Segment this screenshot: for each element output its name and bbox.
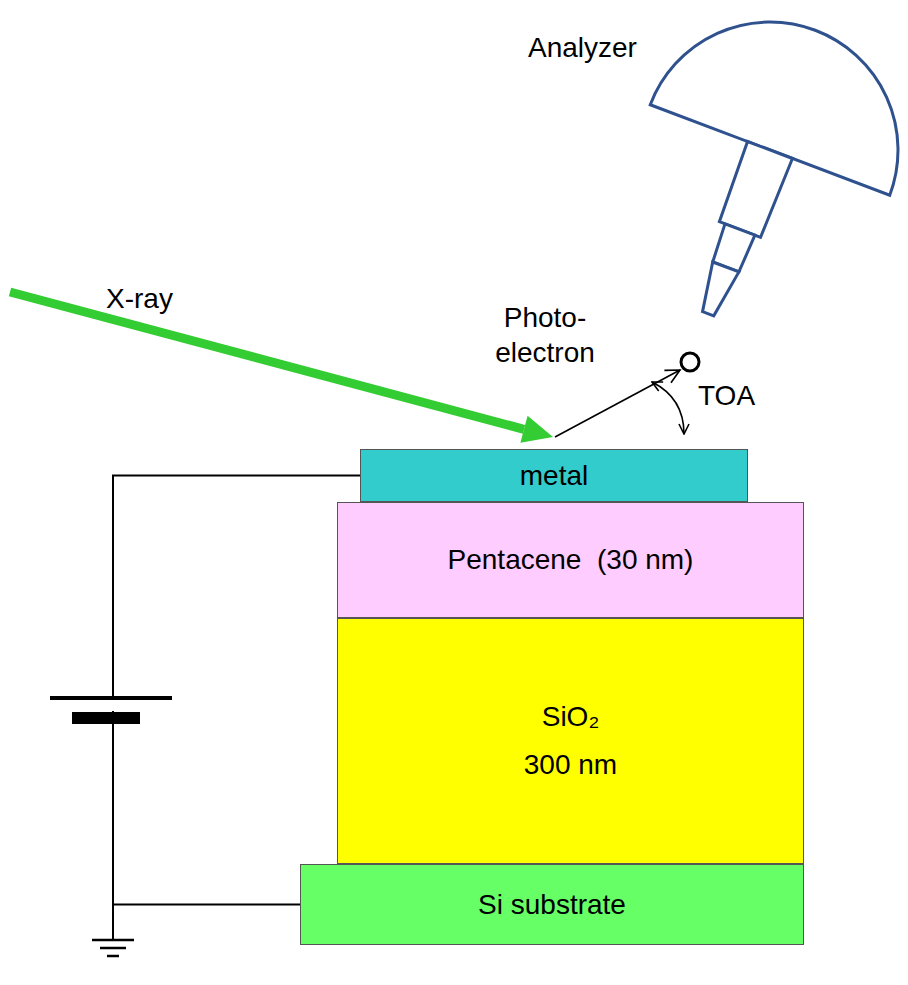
battery-gap xyxy=(104,700,122,711)
layer-label: SiO₂ xyxy=(542,700,600,734)
photoelectron-arrowhead xyxy=(664,370,680,383)
angle-label: TOA xyxy=(698,378,778,413)
battery-long-plate xyxy=(50,696,172,700)
ground-symbol xyxy=(107,955,119,958)
analyzer-label: Analyzer xyxy=(528,30,698,65)
substrate-layer: Si substrate xyxy=(300,864,804,945)
photoelectron-label: Photo- electron xyxy=(470,300,620,370)
layer-label: Pentacene (30 nm) xyxy=(448,543,694,577)
xray-label: X-ray xyxy=(106,281,216,316)
layer-label: Si substrate xyxy=(478,888,626,922)
oxide-layer: SiO₂ 300 nm xyxy=(337,618,804,864)
circuit-wire xyxy=(113,476,360,905)
photoelectron-dot xyxy=(681,353,699,371)
ground-wire xyxy=(112,905,114,940)
pentacene-layer: Pentacene (30 nm) xyxy=(337,502,804,618)
analyzer-nozzle xyxy=(695,262,739,319)
xray-arrowhead xyxy=(520,416,553,443)
xray-beam xyxy=(10,292,524,429)
battery-short-plate xyxy=(72,712,140,724)
angle-arc xyxy=(652,382,684,434)
analyzer-stem xyxy=(718,142,793,238)
ground-symbol xyxy=(92,939,134,942)
layer-label: metal xyxy=(520,459,588,493)
photoelectron-path xyxy=(555,370,680,437)
ground-symbol xyxy=(100,947,126,950)
layer-label: 300 nm xyxy=(524,748,617,782)
metal-layer: metal xyxy=(360,449,748,502)
